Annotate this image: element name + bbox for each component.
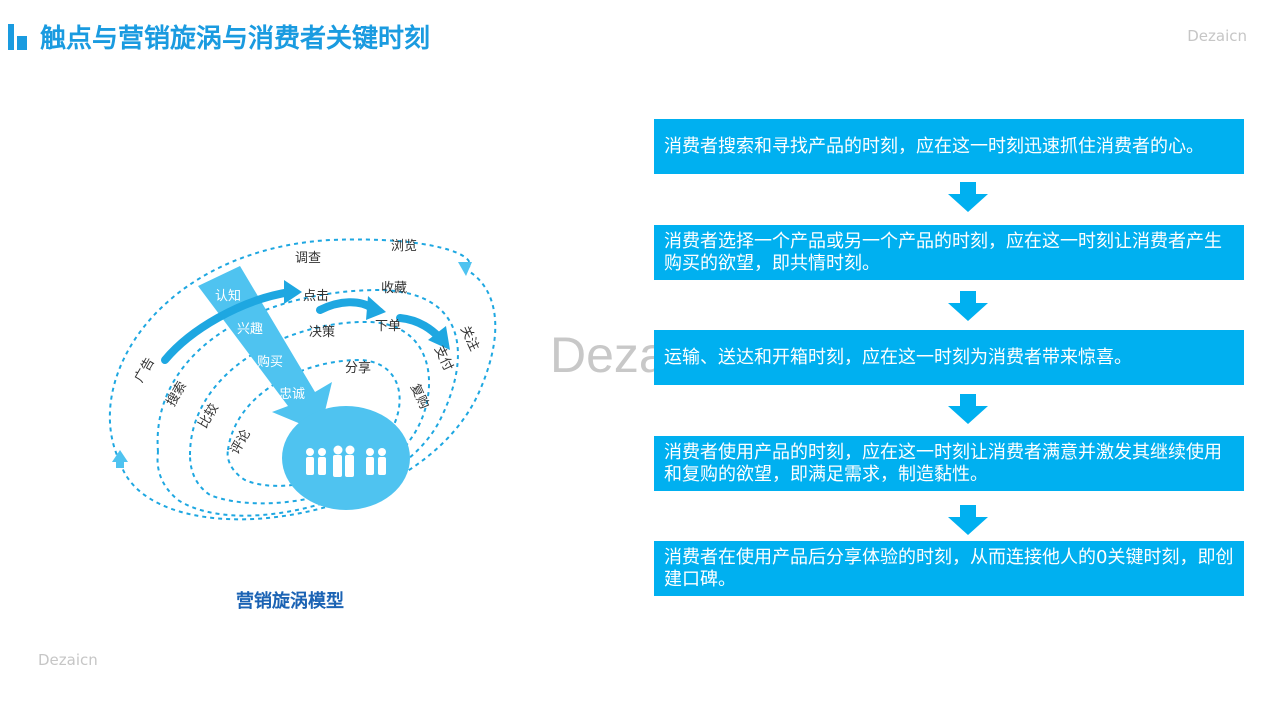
label-ring2-left: 搜索 [164, 379, 190, 409]
step-text-2: 消费者选择一个产品或另一个产品的时刻，应在这一时刻让消费者产生购买的欲望，即共情… [664, 230, 1222, 274]
loop-labels: 广告 调查 浏览 关注 搜索 点击 收藏 支付 比较 决策 下单 复购 评论 分… [132, 238, 481, 457]
stage-awareness: 认知 [215, 288, 241, 304]
step-box-3: 运输、送达和开箱时刻，应在这一时刻为消费者带来惊喜。 [654, 330, 1244, 385]
label-outer-top-2: 浏览 [391, 238, 417, 254]
step-box-1: 消费者搜索和寻找产品的时刻，应在这一时刻迅速抓住消费者的心。 [654, 119, 1244, 174]
label-outer-left: 广告 [132, 355, 158, 385]
click-to-collect-arrowhead [366, 296, 386, 320]
step-text-1: 消费者搜索和寻找产品的时刻，应在这一时刻迅速抓住消费者的心。 [664, 135, 1204, 157]
stage-interest: 兴趣 [237, 322, 263, 337]
orbit-outer-bottom [119, 271, 497, 521]
title-bar-icon [8, 22, 30, 50]
orbit-end-arrow [458, 262, 472, 276]
step-text-3: 运输、送达和开箱时刻，应在这一时刻为消费者带来惊喜。 [664, 346, 1132, 368]
order-to-pay-arrowhead [428, 326, 450, 350]
order-to-pay-arrow [396, 314, 444, 342]
label-ring4-top: 分享 [345, 360, 371, 376]
down-arrow-icon [948, 394, 988, 424]
label-ring3-left: 比较 [196, 401, 222, 431]
diagram-caption: 营销旋涡模型 [236, 591, 344, 612]
label-outer-right: 关注 [457, 324, 482, 354]
title-bar: 触点与营销旋涡与消费者关键时刻 [8, 18, 430, 54]
label-ring3-top-2: 下单 [375, 319, 401, 334]
orbit-ring3 [189, 320, 430, 505]
label-ring2-right: 支付 [431, 344, 456, 374]
brand-top: Dezaicn [1187, 27, 1247, 45]
down-arrow-icon [948, 291, 988, 321]
orbit-outer [108, 238, 471, 463]
label-ring2-top-1: 点击 [303, 289, 329, 304]
label-ring2-top-2: 收藏 [381, 281, 407, 296]
down-arrow-icon [948, 182, 988, 212]
ad-to-click-arrowhead [284, 280, 302, 304]
step-box-5: 消费者在使用产品后分享体验的时刻，从而连接他人的0关键时刻，即创建口碑。 [654, 541, 1244, 596]
label-outer-top-1: 调查 [295, 251, 321, 266]
step-box-4: 消费者使用产品的时刻，应在这一时刻让消费者满意并激发其继续使用和复购的欲望，即满… [654, 436, 1244, 491]
step-box-2: 消费者选择一个产品或另一个产品的时刻，应在这一时刻让消费者产生购买的欲望，即共情… [654, 225, 1244, 280]
orbit-start-arrow [112, 450, 128, 468]
marketing-vortex-diagram: 认知 兴趣 购买 忠诚 广告 调查 浏览 关注 搜索 点击 收藏 支付 比较 决… [108, 238, 497, 521]
people-icon [306, 445, 386, 477]
brand-bottom: Dezaicn [38, 651, 98, 669]
step-text-4: 消费者使用产品的时刻，应在这一时刻让消费者满意并激发其继续使用和复购的欲望，即满… [664, 441, 1222, 485]
label-ring3-top-1: 决策 [309, 324, 335, 340]
stage-loyalty: 忠诚 [279, 387, 305, 402]
step-text-5: 消费者在使用产品后分享体验的时刻，从而连接他人的0关键时刻，即创建口碑。 [664, 546, 1234, 590]
page-title: 触点与营销旋涡与消费者关键时刻 [40, 23, 431, 54]
down-arrow-icon [948, 505, 988, 535]
ad-to-click-arrow [161, 288, 294, 364]
stage-purchase: 购买 [257, 354, 283, 370]
